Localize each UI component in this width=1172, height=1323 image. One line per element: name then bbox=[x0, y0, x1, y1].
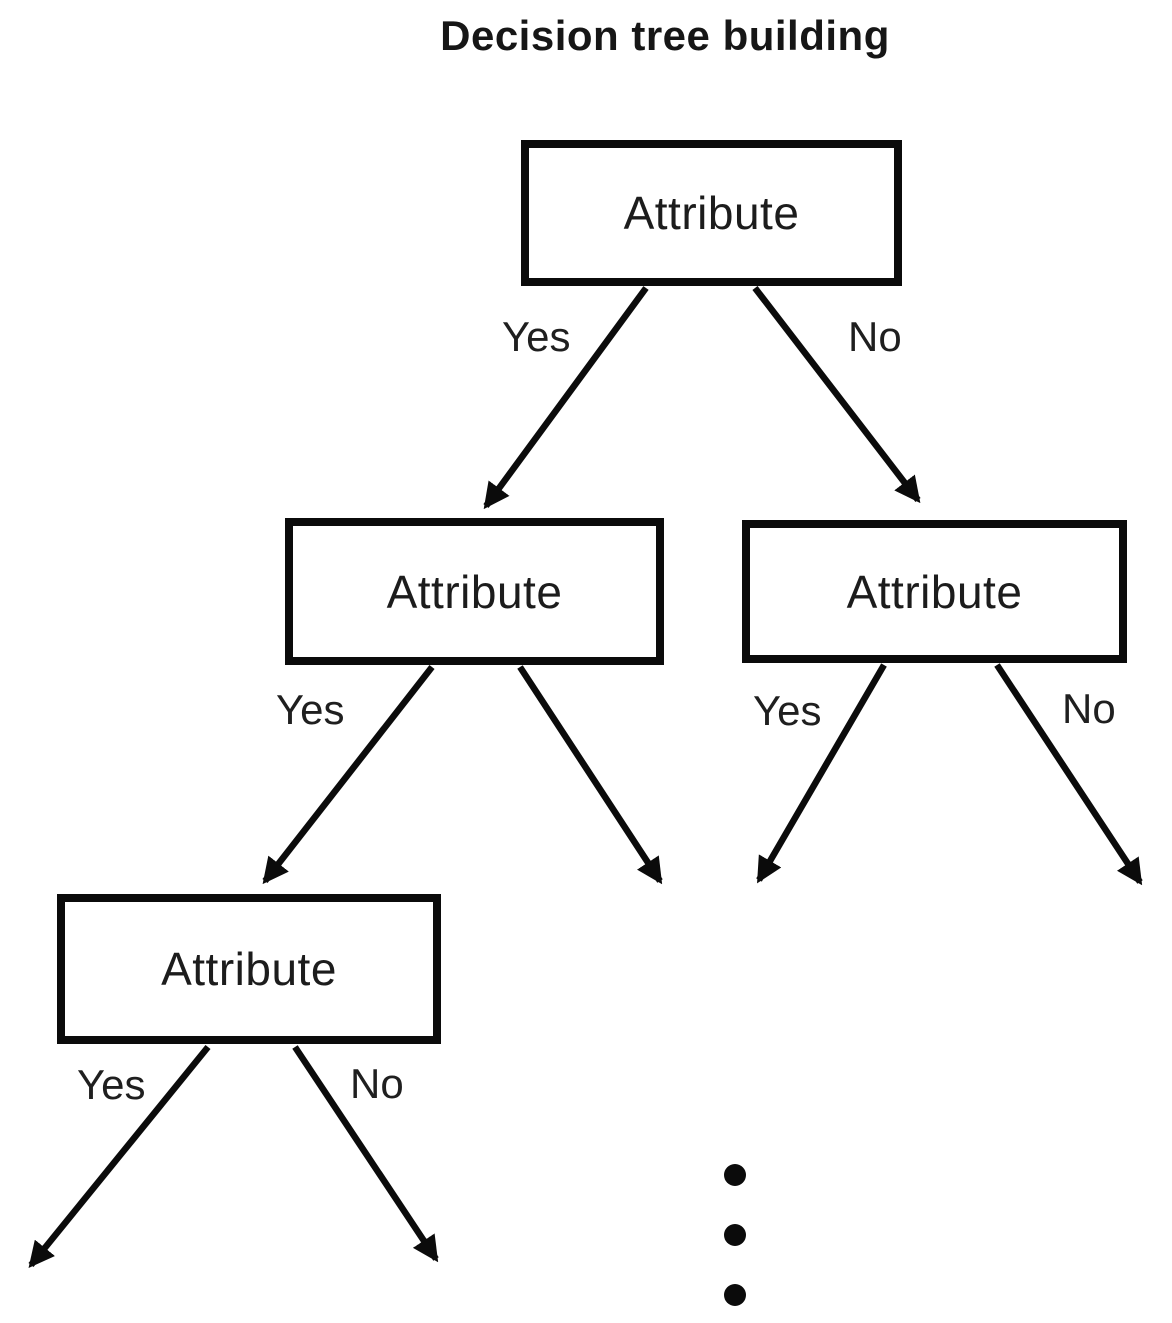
node-label: Attribute bbox=[623, 187, 800, 239]
attribute-node-grandchild-left: Attribute bbox=[57, 894, 441, 1044]
arrow-child-left-unlabeled bbox=[517, 665, 663, 885]
node-label: Attribute bbox=[846, 565, 1023, 618]
vertical-ellipsis bbox=[724, 1164, 746, 1306]
attribute-node-child-right: Attribute bbox=[742, 520, 1127, 663]
edge-label-root-no: No bbox=[848, 313, 902, 360]
edge-label-root-yes: Yes bbox=[502, 313, 571, 360]
diagram-title: Decision tree building bbox=[440, 12, 890, 59]
edge-label-child-right-yes: Yes bbox=[753, 687, 822, 734]
attribute-node-child-left: Attribute bbox=[285, 518, 664, 665]
node-label: Attribute bbox=[161, 943, 337, 995]
edge-label-grandchild-no: No bbox=[350, 1060, 404, 1107]
attribute-node-root: Attribute bbox=[521, 140, 902, 286]
node-label: Attribute bbox=[386, 565, 563, 618]
ellipsis-dot bbox=[724, 1284, 746, 1306]
ellipsis-dot bbox=[724, 1164, 746, 1186]
edge-label-grandchild-yes: Yes bbox=[77, 1061, 146, 1108]
edge-label-child-right-no: No bbox=[1062, 685, 1116, 732]
edge-label-child-left-yes: Yes bbox=[276, 686, 345, 733]
ellipsis-dot bbox=[724, 1224, 746, 1246]
